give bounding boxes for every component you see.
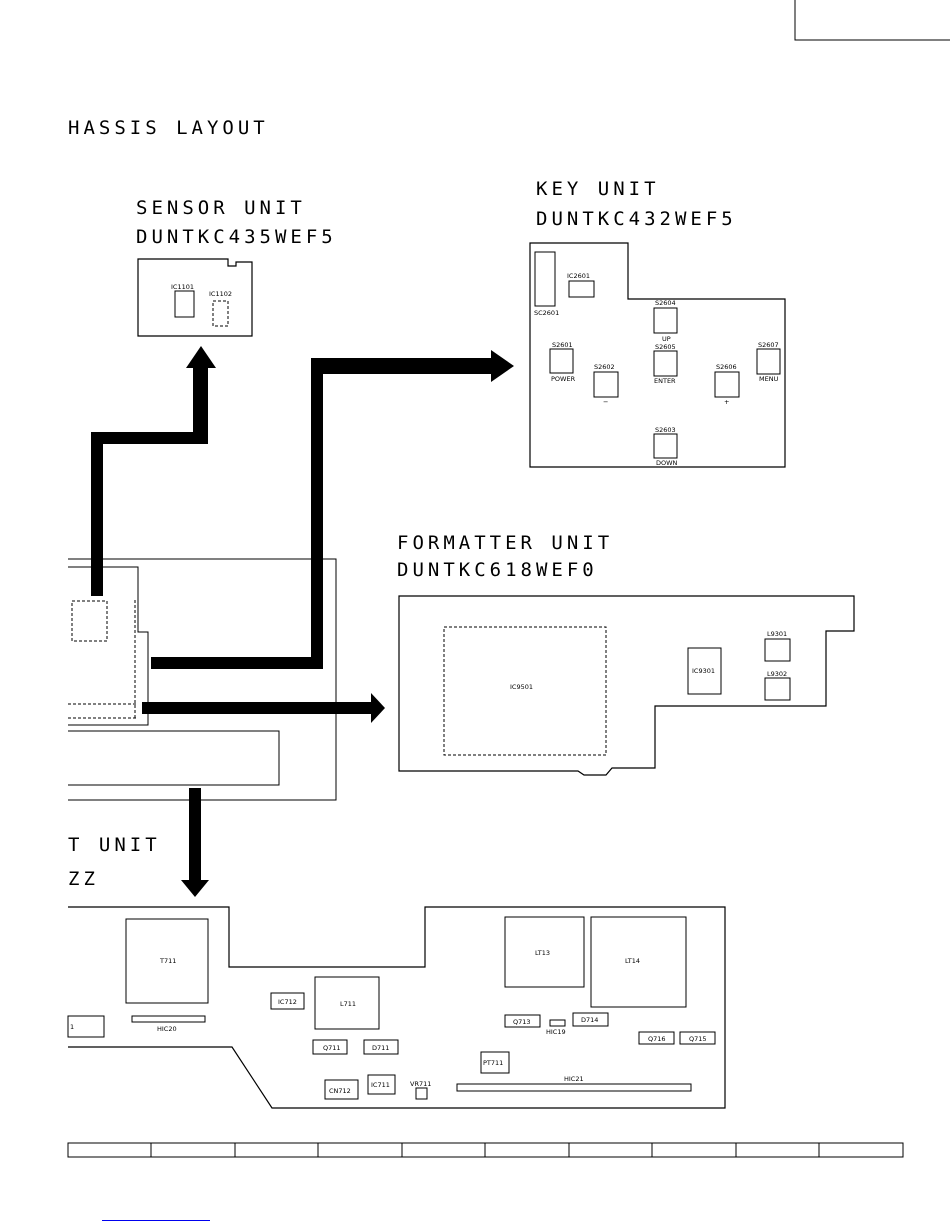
key-s2602-switch bbox=[593, 371, 619, 398]
power-ic711-component bbox=[367, 1074, 396, 1095]
key-power-label: POWER bbox=[551, 375, 576, 383]
arrow-to-sensor-unit bbox=[91, 346, 216, 596]
arrow-to-power-unit bbox=[181, 788, 209, 897]
sensor-unit-name: SENSOR UNIT bbox=[136, 197, 306, 219]
main-chassis-outline bbox=[68, 558, 337, 801]
key-unit-code: DUNTKC432WEF5 bbox=[536, 208, 737, 230]
main-chassis-dashed-component bbox=[71, 600, 108, 642]
bottom-link-underline[interactable] bbox=[102, 1220, 210, 1221]
key-s2606-label: S2606 bbox=[716, 363, 737, 371]
power-d711-component bbox=[363, 1039, 399, 1055]
power-hic19-label: HIC19 bbox=[546, 1028, 566, 1036]
power-l711-component bbox=[314, 976, 380, 1030]
power-t711-component bbox=[125, 918, 209, 1004]
sensor-ic1101-component bbox=[174, 290, 195, 318]
key-up-label: UP bbox=[662, 335, 671, 343]
power-d714-component bbox=[572, 1012, 609, 1027]
key-sc2601-label: SC2601 bbox=[534, 309, 559, 317]
power-pt711-component bbox=[480, 1051, 510, 1074]
power-vr711-component bbox=[415, 1087, 428, 1100]
power-q715-component bbox=[679, 1031, 716, 1045]
formatter-unit-board bbox=[398, 595, 855, 776]
power-q715-label: Q715 bbox=[689, 1035, 707, 1043]
power-hic20-label: HIC20 bbox=[157, 1025, 177, 1033]
key-sc2601-connector bbox=[534, 251, 556, 307]
power-lt14-label: LT14 bbox=[625, 957, 640, 965]
key-s2605-label: S2605 bbox=[655, 343, 676, 351]
key-s2605-switch bbox=[653, 350, 678, 377]
key-s2602-label: S2602 bbox=[594, 363, 615, 371]
key-s2606-switch bbox=[714, 371, 740, 398]
power-d714-label: D714 bbox=[581, 1016, 598, 1024]
power-t711-label: T711 bbox=[159, 957, 176, 965]
sensor-ic1102-label: IC1102 bbox=[209, 290, 232, 298]
key-s2607-label: S2607 bbox=[758, 341, 779, 349]
power-q716-component bbox=[638, 1031, 675, 1045]
formatter-l9302-label: L9302 bbox=[767, 670, 787, 678]
power-hic21-strip bbox=[456, 1083, 692, 1092]
key-down-label: DOWN bbox=[656, 459, 678, 467]
formatter-ic9301-label: IC9301 bbox=[692, 667, 715, 675]
power-ic712-component bbox=[270, 992, 305, 1010]
sensor-ic1101-label: IC1101 bbox=[171, 283, 194, 291]
key-plus-label: + bbox=[724, 398, 729, 406]
formatter-l9301-component bbox=[764, 638, 791, 662]
corner-frame bbox=[794, 0, 950, 41]
sensor-unit-code: DUNTKC435WEF5 bbox=[136, 226, 337, 248]
power-q711-component bbox=[312, 1039, 348, 1055]
power-hic20-strip bbox=[131, 1015, 206, 1023]
key-s2603-label: S2603 bbox=[655, 426, 676, 434]
power-pt711-label: PT711 bbox=[483, 1059, 503, 1067]
key-enter-label: ENTER bbox=[654, 377, 676, 385]
formatter-unit-name: FORMATTER UNIT bbox=[397, 532, 613, 554]
power-q711-label: Q711 bbox=[323, 1044, 341, 1052]
formatter-l9301-label: L9301 bbox=[767, 630, 787, 638]
key-menu-label: MENU bbox=[759, 375, 779, 383]
power-cn712-component bbox=[324, 1079, 359, 1100]
sensor-ic1102-component bbox=[212, 300, 229, 327]
power-connector-1-label: 1 bbox=[70, 1023, 74, 1031]
main-chassis-lower-board bbox=[68, 730, 280, 786]
key-s2604-label: S2604 bbox=[655, 299, 676, 307]
formatter-unit-code: DUNTKC618WEF0 bbox=[397, 559, 598, 581]
formatter-ic9501-label: IC9501 bbox=[510, 683, 533, 691]
key-s2603-switch bbox=[653, 433, 678, 459]
power-q713-label: Q713 bbox=[513, 1018, 531, 1026]
bottom-grid-dividers bbox=[150, 1143, 820, 1157]
arrow-to-formatter-unit bbox=[142, 693, 385, 723]
formatter-ic9501-component bbox=[443, 626, 607, 756]
key-minus-label: − bbox=[603, 398, 608, 406]
key-unit-name: KEY UNIT bbox=[536, 178, 660, 200]
power-l711-label: L711 bbox=[340, 1000, 356, 1008]
power-q716-label: Q716 bbox=[648, 1035, 666, 1043]
key-s2604-switch bbox=[653, 307, 678, 334]
formatter-ic9301-component bbox=[687, 647, 722, 695]
power-unit-name: T UNIT bbox=[68, 834, 161, 856]
main-chassis-inner-board bbox=[68, 566, 149, 726]
power-d711-label: D711 bbox=[372, 1044, 389, 1052]
power-connector-1 bbox=[67, 1015, 105, 1038]
power-q713-component bbox=[504, 1014, 541, 1028]
sensor-unit-board bbox=[137, 258, 253, 337]
power-lt13-component bbox=[504, 916, 585, 988]
formatter-l9302-component bbox=[764, 677, 791, 701]
power-ic712-label: IC712 bbox=[278, 998, 297, 1006]
power-unit-code: ZZ bbox=[68, 868, 99, 890]
power-ic711-label: IC711 bbox=[371, 1081, 390, 1089]
power-lt13-label: LT13 bbox=[535, 949, 550, 957]
power-cn712-label: CN712 bbox=[329, 1087, 351, 1095]
power-hic19-strip bbox=[549, 1019, 566, 1027]
key-s2601-label: S2601 bbox=[552, 341, 573, 349]
key-ic2601-component bbox=[568, 280, 595, 298]
key-s2607-switch bbox=[756, 348, 781, 375]
key-s2601-switch bbox=[549, 348, 574, 374]
key-ic2601-label: IC2601 bbox=[567, 272, 590, 280]
page-title: HASSIS LAYOUT bbox=[68, 117, 269, 139]
power-vr711-label: VR711 bbox=[410, 1080, 431, 1088]
power-hic21-label: HIC21 bbox=[564, 1075, 584, 1083]
power-lt14-component bbox=[590, 916, 687, 1008]
